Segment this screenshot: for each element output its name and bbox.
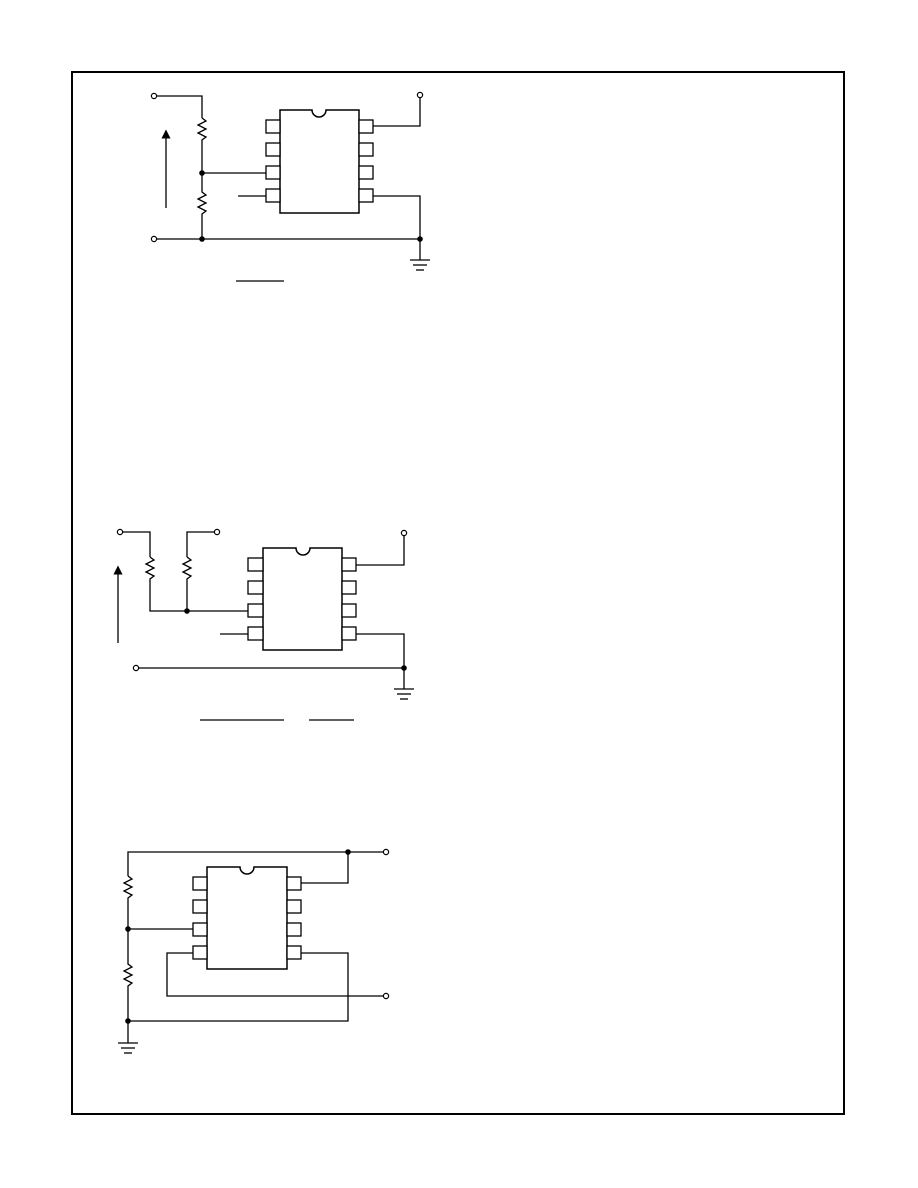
divider-bottom-resistor (196, 173, 208, 239)
reference-terminal (213, 528, 221, 536)
bottom-resistor (122, 929, 134, 1021)
ic-pin-3 (247, 603, 264, 618)
pin4-output-wire (166, 952, 383, 997)
junction-dot (401, 665, 407, 671)
junction-dot (125, 1018, 131, 1024)
ic-body (262, 547, 343, 651)
ic-body (279, 109, 360, 214)
divider-top-resistor (196, 117, 208, 173)
top-rail-wire (127, 851, 383, 876)
right-resistor (181, 556, 193, 611)
ground-icon (118, 1042, 138, 1054)
left-resistor (144, 556, 248, 612)
supply-terminal (382, 848, 390, 856)
junction-dot (125, 926, 131, 932)
ic-pin-7 (341, 580, 357, 595)
input-terminal (150, 92, 158, 100)
ic-pin-5 (341, 626, 357, 641)
circuit-1 (150, 91, 430, 282)
junction-dot (184, 608, 190, 614)
ic-pin-8 (286, 876, 302, 891)
junction-dot (417, 236, 423, 242)
ic-pin-4 (247, 626, 264, 641)
ground-rail-wire (139, 667, 405, 689)
ic-pin-3 (265, 165, 281, 180)
ic-pin-2 (247, 580, 264, 595)
ic-pin-6 (358, 165, 374, 180)
circuit-2 (113, 528, 414, 721)
ic-body (206, 866, 288, 970)
ic-pin-5 (358, 188, 374, 203)
ic-pin-1 (265, 119, 281, 134)
top-resistor (122, 875, 134, 929)
input-terminal (116, 528, 124, 536)
ic-pin-8 (358, 119, 374, 134)
ground-icon (394, 688, 414, 700)
ic-pin-2 (265, 142, 281, 157)
reference-top-wire (186, 531, 214, 557)
pin8-supply-wire (373, 98, 421, 127)
pin5-to-ground-wire (356, 633, 405, 668)
ground-icon (410, 259, 430, 271)
ic-pin-1 (192, 876, 208, 891)
input-terminal (132, 664, 140, 672)
input-terminal (150, 235, 158, 243)
ground-return-wire (128, 952, 349, 1022)
junction-dot (345, 849, 351, 855)
ic-pin-5 (286, 945, 302, 960)
output-terminal (382, 992, 390, 1000)
page-frame (71, 71, 845, 1115)
ic-pin-3 (192, 922, 208, 937)
junction-dot (199, 170, 205, 176)
pin5-to-ground-wire (373, 195, 421, 239)
ic-pin-6 (286, 922, 302, 937)
ic-pin-8 (341, 557, 357, 572)
input-top-wire (157, 95, 203, 118)
ic-pin-4 (265, 188, 281, 203)
pin8-supply-wire (356, 536, 405, 566)
ic-pin-6 (341, 603, 357, 618)
supply-terminal (400, 529, 408, 537)
junction-dot (199, 236, 205, 242)
supply-terminal (416, 91, 424, 99)
ic-pin-4 (192, 945, 208, 960)
ic-pin-2 (192, 899, 208, 914)
input-top-wire (122, 531, 151, 557)
ic-pin-7 (286, 899, 302, 914)
circuit-3 (118, 848, 390, 1054)
ic-pin-7 (358, 142, 374, 157)
pin8-supply-wire (300, 852, 349, 884)
ic-pin-1 (247, 557, 264, 572)
